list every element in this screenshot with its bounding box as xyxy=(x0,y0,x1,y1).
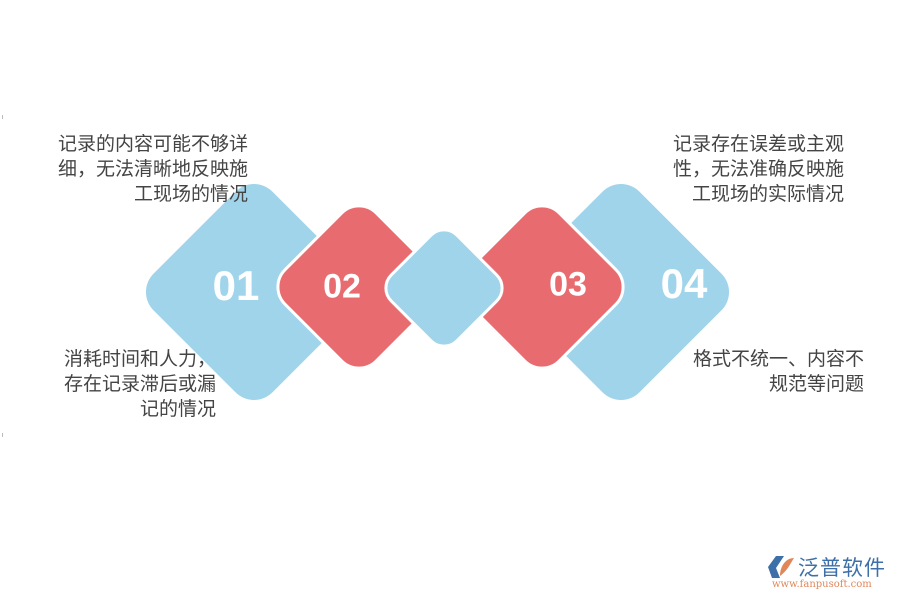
label-04: 格式不统一、内容不 规范等问题 xyxy=(693,347,864,397)
edge-tick xyxy=(2,433,3,437)
label-02-line: 存在记录滞后或漏 xyxy=(63,373,216,395)
step-number-02: 02 xyxy=(323,267,361,306)
label-03-line: 工现场的实际情况 xyxy=(691,183,844,205)
label-02-line: 消耗时间和人力， xyxy=(63,348,216,370)
label-01-line: 细，无法清晰地反映施 xyxy=(57,158,248,180)
label-01-line: 记录的内容可能不够详 xyxy=(57,133,248,155)
edge-tick xyxy=(2,115,3,119)
label-01: 记录的内容可能不够详 细，无法清晰地反映施 工现场的情况 xyxy=(58,132,248,207)
label-03-line: 记录存在误差或主观 xyxy=(672,133,844,155)
label-03: 记录存在误差或主观 性，无法准确反映施 工现场的实际情况 xyxy=(673,132,844,207)
step-number-04: 04 xyxy=(660,260,708,307)
step-number-01: 01 xyxy=(212,262,260,309)
step-number-03: 03 xyxy=(549,265,587,304)
fanpu-logo: 泛普软件 www.fanpusoft.com xyxy=(768,552,893,592)
label-02-line: 记的情况 xyxy=(139,398,216,420)
label-04-line: 格式不统一、内容不 xyxy=(692,348,864,370)
label-01-line: 工现场的情况 xyxy=(133,183,248,205)
logo-name: 泛普软件 xyxy=(798,556,886,580)
label-02: 消耗时间和人力， 存在记录滞后或漏 记的情况 xyxy=(64,347,216,422)
logo-mark-icon xyxy=(768,556,794,578)
label-03-line: 性，无法准确反映施 xyxy=(672,158,844,180)
logo-url: www.fanpusoft.com xyxy=(772,579,872,590)
label-04-line: 规范等问题 xyxy=(768,373,864,395)
